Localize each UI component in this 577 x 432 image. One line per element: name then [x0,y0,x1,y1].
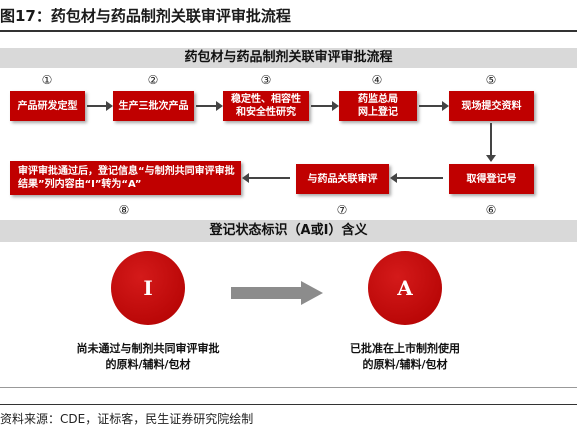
section-band-status: 登记状态标识（A或I）含义 [0,220,577,242]
status-circle-a: A [368,251,442,325]
step-box-2: 生产三批次产品 [113,91,194,121]
step-label-6: 取得登记号 [466,173,517,185]
arrow-right-1 [87,101,113,111]
step-label-4: 药监总局 网上登记 [358,94,398,118]
source-note: 资料来源：CDE，证标客，民生证券研究院绘制 [0,412,254,426]
step-box-1: 产品研发定型 [10,91,85,121]
step-box-3: 稳定性、相容性 和安全性研究 [223,91,309,121]
step-label-3: 稳定性、相容性 和安全性研究 [231,94,301,118]
figure-title: 图17：药包材与药品制剂关联审评审批流程 [0,7,291,25]
step-label-1: 产品研发定型 [17,100,78,112]
big-right-arrow [231,281,323,305]
step-number-8: ⑧ [118,203,130,217]
top-rule [0,30,577,32]
status-caption-a: 已批准在上市制剂使用 的原料/辅料/包材 [350,342,460,371]
step-number-1: ① [41,73,53,87]
step-number-7: ⑦ [336,203,348,217]
section-band-process: 药包材与药品制剂关联审评审批流程 [0,48,577,68]
arrow-right-3 [311,101,339,111]
arrow-left-1 [390,173,443,183]
section-title-status: 登记状态标识（A或I）含义 [209,223,368,238]
step-box-8: 审评审批通过后，登记信息“与制剂共同审评审批 结果”列内容由“I”转为“A” [10,161,241,195]
step-label-5: 现场提交资料 [461,100,522,112]
step-box-7: 与药品关联审评 [296,164,389,194]
arrow-right-4 [419,101,449,111]
step-label-8: 审评审批通过后，登记信息“与制剂共同审评审批 结果”列内容由“I”转为“A” [18,166,235,190]
step-box-6: 取得登记号 [449,164,534,194]
step-box-4: 药监总局 网上登记 [339,91,417,121]
arrow-left-2 [242,173,290,183]
bottom-thin-rule [0,387,577,388]
status-letter-a: A [397,276,413,300]
section-title-process: 药包材与药品制剂关联审评审批流程 [184,50,393,65]
step-number-2: ② [147,73,159,87]
status-letter-i: I [143,276,153,300]
step-number-6: ⑥ [485,203,497,217]
step-label-2: 生产三批次产品 [118,100,189,112]
step-number-5: ⑤ [485,73,497,87]
arrow-down [486,123,496,162]
arrow-right-2 [196,101,223,111]
status-caption-i: 尚未通过与制剂共同审评审批 的原料/辅料/包材 [76,342,220,371]
step-number-4: ④ [371,73,383,87]
step-box-5: 现场提交资料 [449,91,534,121]
step-label-7: 与药品关联审评 [307,173,378,185]
status-circle-i: I [111,251,185,325]
step-number-3: ③ [260,73,272,87]
bottom-rule [0,404,577,405]
